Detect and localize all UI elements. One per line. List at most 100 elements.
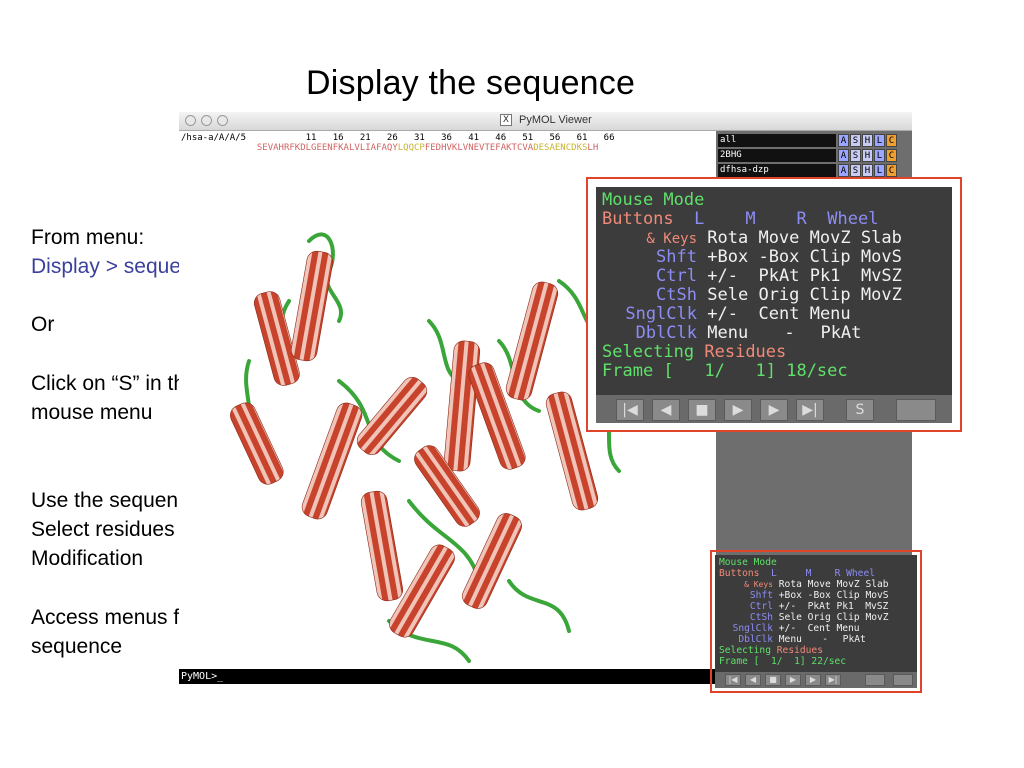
mouse-row: DblClk Menu -PkAt	[602, 323, 862, 343]
frame-row-small: Frame [ 1/ 1] 22/sec	[719, 656, 847, 667]
action-button[interactable]: A	[838, 134, 849, 147]
action-button[interactable]: A	[838, 149, 849, 162]
label-button[interactable]: L	[874, 134, 885, 147]
mouse-row: & Keys Rota Move MovZ Slab	[602, 229, 901, 249]
mouse-mode-title-small: Mouse Mode	[719, 557, 777, 568]
color-button[interactable]: C	[886, 149, 897, 162]
mouse-mode-title: Mouse Mode	[602, 190, 705, 210]
seq-segment-5[interactable]: DESAENCDKS	[533, 143, 588, 153]
instruction-mouse-menu: mouse menu	[31, 401, 153, 424]
object-row-dfhsa-dzp[interactable]: dfhsa-dzp A S H L C	[716, 164, 912, 178]
show-button[interactable]: S	[850, 164, 861, 177]
instruction-use-sequence: Use the sequence to	[31, 489, 224, 512]
mouse-mode-panel-zoomed: Mouse Mode Buttons L M R Wheel & Keys Ro…	[596, 187, 952, 423]
label-button[interactable]: L	[874, 164, 885, 177]
step-forward-button[interactable]: ▶	[805, 674, 821, 686]
object-name[interactable]: dfhsa-dzp	[718, 164, 836, 177]
stop-button[interactable]: ■	[765, 674, 781, 686]
mouse-row: CtSh Sele Orig Clip MovZ	[602, 286, 902, 305]
action-button[interactable]: A	[838, 164, 849, 177]
hide-button[interactable]: H	[862, 149, 873, 162]
col-left: L	[694, 209, 705, 229]
instruction-click-s: Click on “S” in the	[31, 372, 197, 395]
step-back-button[interactable]: ◀	[745, 674, 761, 686]
color-button[interactable]: C	[886, 134, 897, 147]
mouse-row-small: SnglClk +/- Cent Menu	[732, 623, 860, 634]
mouse-row-small: CtSh Sele Orig Clip MovZ	[749, 612, 889, 623]
seq-segment-4[interactable]: FEDHVKLVNEVTEFAKTCVA	[424, 143, 534, 153]
sequence-toggle-button[interactable]	[865, 674, 885, 686]
fast-forward-button[interactable]: ▶|	[825, 674, 841, 686]
x11-icon: X	[500, 114, 512, 126]
mouse-mode-highlight: Mouse Mode Buttons L M R Wheel & Keys Ro…	[710, 550, 922, 693]
movie-controls-small: |◀ ◀ ■ ▶ ▶ ▶|	[715, 672, 917, 688]
sequence-viewer[interactable]: /hsa-a/A/A/5 11 16 21 26 31 36 41 46 51 …	[179, 131, 716, 180]
show-button[interactable]: S	[850, 149, 861, 162]
col-wheel: Wheel	[827, 209, 879, 229]
stop-button[interactable]: ■	[688, 399, 716, 421]
instruction-modification: Modification	[31, 547, 144, 570]
mouse-row: Shft +Box -Box Clip MovS	[602, 248, 902, 267]
mouse-row-small: Ctrl +/- PkAt Pk1 MvSZ	[749, 601, 889, 612]
play-button[interactable]: ▶	[724, 399, 752, 421]
label-button[interactable]: L	[874, 149, 885, 162]
mouse-mode-header: Buttons L M R Wheel	[602, 210, 878, 229]
buttons-label: Buttons	[602, 209, 674, 229]
rewind-button[interactable]: |◀	[616, 399, 644, 421]
fast-forward-button[interactable]: ▶|	[796, 399, 824, 421]
seq-segment-3[interactable]: LQQCP	[397, 143, 425, 153]
close-window-button[interactable]	[185, 115, 196, 126]
rewind-button[interactable]: |◀	[725, 674, 741, 686]
object-row-2bhg[interactable]: 2BHG A S H L C	[716, 149, 912, 163]
seq-segment-2[interactable]: GEENFKALVLIAFAQY	[311, 143, 398, 153]
step-back-button[interactable]: ◀	[652, 399, 680, 421]
object-row-all[interactable]: all A S H L C	[716, 134, 912, 148]
instruction-menu-path: Display > sequence	[31, 252, 215, 281]
zoom-window-button[interactable]	[217, 115, 228, 126]
instruction-from-menu: From menu:	[31, 226, 145, 249]
col-middle: M	[745, 209, 756, 229]
menu-path-link: Display > sequence	[31, 255, 215, 278]
command-line[interactable]: PyMOL>_	[179, 669, 716, 684]
row-key: Shft	[656, 247, 697, 267]
row-key: CtSh	[656, 285, 697, 305]
mouse-row-small: DblClk Menu -PkAt	[738, 634, 866, 645]
row-key: Ctrl	[656, 266, 697, 286]
movie-controls: |◀ ◀ ■ ▶ ▶ ▶| S	[596, 395, 952, 423]
color-button[interactable]: C	[886, 164, 897, 177]
seq-segment-6[interactable]: LH	[587, 143, 599, 153]
seq-segment-1[interactable]: SEVAHRFKDL	[256, 143, 312, 153]
alpha-helices	[230, 250, 629, 638]
sequence-residues[interactable]: SEVAHRFKDLGEENFKALVLIAFAQYLQQCPFEDHVKLVN…	[181, 143, 598, 154]
object-name[interactable]: 2BHG	[718, 149, 836, 162]
window-titlebar[interactable]: X PyMOL Viewer	[179, 112, 912, 131]
sequence-header: /hsa-a/A/A/5 11 16 21 26 31 36 41 46 51 …	[181, 133, 615, 144]
resize-handle[interactable]	[896, 399, 936, 421]
instruction-or: Or	[31, 313, 55, 336]
chain-label: /hsa-a/A/A/5	[181, 133, 247, 143]
mouse-row: Ctrl +/- PkAt Pk1 MvSZ	[602, 267, 902, 286]
mouse-row: SnglClk +/- Cent Menu	[602, 304, 850, 324]
mouse-mode-panel: Mouse Mode Buttons L M R Wheel & Keys Ro…	[715, 555, 917, 688]
hide-button[interactable]: H	[862, 164, 873, 177]
row-key: SnglClk	[625, 304, 697, 324]
sequence-toggle-button[interactable]: S	[846, 399, 874, 421]
show-button[interactable]: S	[850, 134, 861, 147]
mouse-mode-callout: Mouse Mode Buttons L M R Wheel & Keys Ro…	[586, 177, 962, 432]
slide-title: Display the sequence	[306, 64, 636, 102]
selecting-row[interactable]: Selecting Residues	[602, 342, 787, 362]
frame-row: Frame [ 1/ 1] 18/sec	[602, 361, 848, 381]
instruction-select-residues: Select residues for	[31, 518, 205, 541]
mouse-mode-header-small: Buttons L M R Wheel	[719, 568, 876, 579]
row-key: DblClk	[635, 323, 697, 343]
object-name[interactable]: all	[718, 134, 836, 147]
selecting-row-small[interactable]: Selecting Residues	[719, 645, 823, 656]
step-forward-button[interactable]: ▶	[760, 399, 788, 421]
play-button[interactable]: ▶	[785, 674, 801, 686]
minimize-window-button[interactable]	[201, 115, 212, 126]
hide-button[interactable]: H	[862, 134, 873, 147]
mouse-row-small: Shft +Box -Box Clip MovS	[749, 590, 889, 601]
resize-handle[interactable]	[893, 674, 913, 686]
row-key: & Keys	[646, 231, 697, 247]
window-title: PyMOL Viewer	[519, 114, 592, 126]
